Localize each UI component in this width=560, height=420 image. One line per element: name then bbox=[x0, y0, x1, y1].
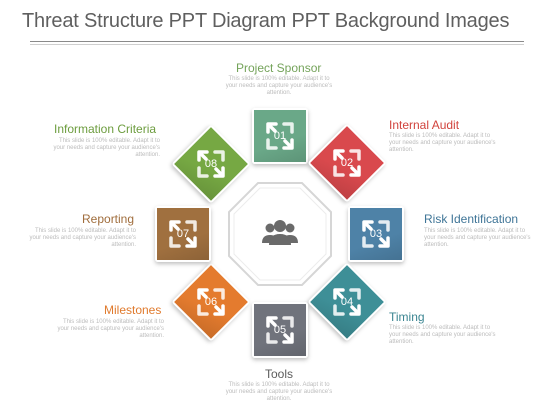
step-05-tile: 05 bbox=[252, 302, 308, 358]
step-01-number: 01 bbox=[273, 130, 287, 142]
people-group-icon bbox=[262, 220, 298, 245]
desc-tools: This slide is 100% editable. Adapt it to… bbox=[225, 382, 333, 402]
step-07-number: 07 bbox=[176, 228, 190, 240]
step-06-tile: 06 bbox=[171, 262, 251, 342]
rotating-arrows-icon bbox=[266, 122, 294, 150]
desc-internal-audit: This slide is 100% editable. Adapt it to… bbox=[389, 133, 496, 153]
step-02-number: 02 bbox=[340, 157, 354, 169]
label-project-sponsor: Project Sponsor bbox=[236, 61, 322, 75]
desc-milestones: This slide is 100% editable. Adapt it to… bbox=[57, 319, 164, 339]
step-02-tile: 02 bbox=[307, 123, 387, 203]
slide-title: Threat Structure PPT Diagram PPT Backgro… bbox=[22, 10, 510, 32]
step-01-tile: 01 bbox=[252, 108, 308, 164]
desc-timing: This slide is 100% editable. Adapt it to… bbox=[389, 325, 496, 345]
desc-information-criteria: This slide is 100% editable. Adapt it to… bbox=[53, 138, 160, 158]
step-08-number: 08 bbox=[204, 158, 218, 170]
step-08-tile: 08 bbox=[171, 124, 251, 204]
label-reporting: Reporting bbox=[82, 212, 135, 226]
step-04-tile: 04 bbox=[307, 262, 387, 342]
rotating-arrows-icon bbox=[333, 288, 361, 316]
rotating-arrows-icon bbox=[197, 288, 225, 316]
step-01-fill bbox=[254, 110, 306, 162]
rotating-arrows-icon bbox=[333, 149, 361, 177]
title-divider-shadow bbox=[30, 44, 524, 45]
rotating-arrows-icon bbox=[197, 150, 225, 178]
desc-project-sponsor: This slide is 100% editable. Adapt it to… bbox=[225, 76, 333, 96]
step-05-fill bbox=[254, 304, 306, 356]
step-03-fill bbox=[350, 208, 402, 260]
rotating-arrows-icon bbox=[266, 316, 294, 344]
title-divider bbox=[30, 41, 524, 42]
step-07-tile: 07 bbox=[155, 206, 211, 262]
step-04-number: 04 bbox=[340, 296, 354, 308]
label-timing: Timing bbox=[389, 310, 425, 324]
label-tools: Tools bbox=[265, 367, 294, 381]
label-information-criteria: Information Criteria bbox=[54, 122, 157, 136]
desc-reporting: This slide is 100% editable. Adapt it to… bbox=[29, 228, 136, 248]
label-milestones: Milestones bbox=[104, 303, 162, 317]
label-risk-identification: Risk Identification bbox=[424, 212, 519, 226]
step-03-tile: 03 bbox=[348, 206, 404, 262]
step-07-fill bbox=[157, 208, 209, 260]
center-octagon bbox=[228, 182, 332, 286]
step-05-number: 05 bbox=[273, 324, 287, 336]
step-03-number: 03 bbox=[369, 228, 383, 240]
step-06-number: 06 bbox=[204, 296, 218, 308]
rotating-arrows-icon bbox=[362, 220, 390, 248]
desc-risk-identification: This slide is 100% editable. Adapt it to… bbox=[424, 228, 531, 248]
rotating-arrows-icon bbox=[169, 220, 197, 248]
label-internal-audit: Internal Audit bbox=[389, 118, 460, 132]
